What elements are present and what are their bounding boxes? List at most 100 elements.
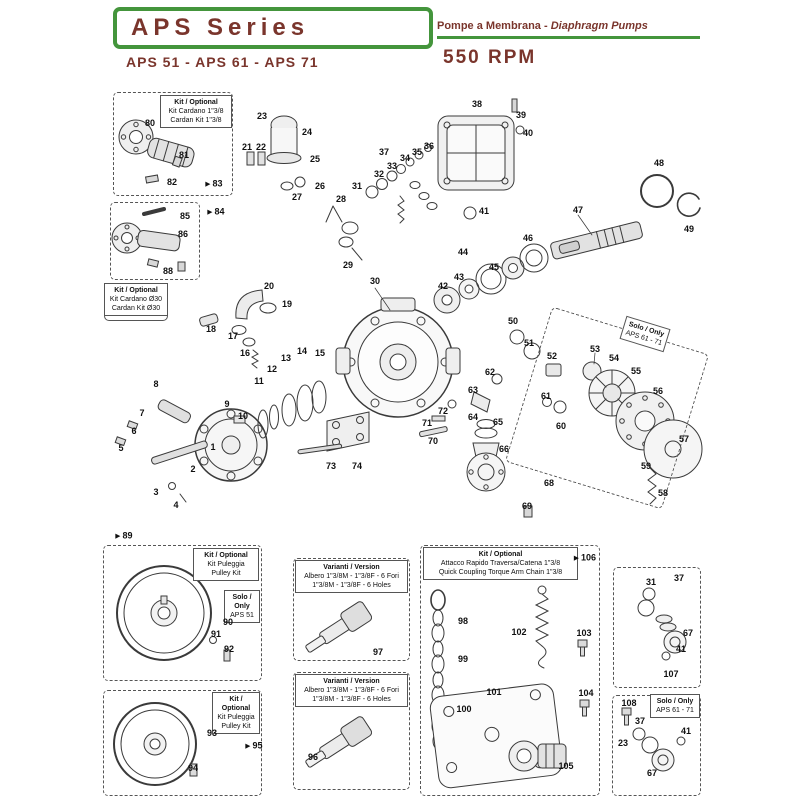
part-number-88: 88 bbox=[162, 266, 174, 276]
part-number-52: 52 bbox=[546, 351, 558, 361]
part-number-97: 97 bbox=[372, 647, 384, 657]
part-number-102: 102 bbox=[511, 627, 527, 637]
part-number-33: 33 bbox=[386, 161, 398, 171]
part-number-62: 62 bbox=[484, 367, 496, 377]
part-number-71: 71 bbox=[421, 418, 433, 428]
part-number-41: 41 bbox=[680, 726, 692, 736]
part-number-106: ▸ 106 bbox=[573, 552, 597, 563]
part-number-14: 14 bbox=[296, 346, 308, 356]
part-number-20: 20 bbox=[263, 281, 275, 291]
kit-box-pulley-kit-2 bbox=[103, 690, 262, 796]
part-number-53: 53 bbox=[589, 344, 601, 354]
part-number-34: 34 bbox=[399, 153, 411, 163]
kit-box-quick-coupling-kit bbox=[420, 545, 600, 796]
part-number-9: 9 bbox=[224, 399, 230, 409]
kit-box-shaft-variant-1 bbox=[293, 558, 410, 661]
part-number-54: 54 bbox=[608, 353, 620, 363]
kit-box-cardan-spare bbox=[110, 202, 200, 280]
part-number-41: 41 bbox=[478, 206, 490, 216]
part-number-37: 37 bbox=[673, 573, 685, 583]
part-number-37: 37 bbox=[634, 716, 646, 726]
part-number-101: 101 bbox=[486, 687, 502, 697]
part-number-38: 38 bbox=[471, 99, 483, 109]
part-number-41: 41 bbox=[675, 644, 687, 654]
model-list: APS 51 - APS 61 - APS 71 bbox=[126, 54, 319, 70]
part-number-91: 91 bbox=[210, 629, 222, 639]
part-number-2: 2 bbox=[190, 464, 196, 474]
part-number-66: 66 bbox=[498, 444, 510, 454]
part-number-31: 31 bbox=[645, 577, 657, 587]
part-number-46: 46 bbox=[522, 233, 534, 243]
part-number-105: 105 bbox=[558, 761, 574, 771]
part-number-37: 37 bbox=[378, 147, 390, 157]
part-number-19: 19 bbox=[281, 299, 293, 309]
part-number-60: 60 bbox=[555, 421, 567, 431]
part-number-40: 40 bbox=[522, 128, 534, 138]
part-number-83: ▸ 83 bbox=[205, 178, 223, 189]
part-number-82: 82 bbox=[166, 177, 178, 187]
part-number-69: 69 bbox=[521, 501, 533, 511]
part-number-80: 80 bbox=[144, 118, 156, 128]
part-number-63: 63 bbox=[467, 385, 479, 395]
part-number-16: 16 bbox=[239, 348, 251, 358]
part-number-58: 58 bbox=[657, 488, 669, 498]
part-number-72: 72 bbox=[437, 406, 449, 416]
part-number-29: 29 bbox=[342, 260, 354, 270]
part-number-10: 10 bbox=[237, 411, 249, 421]
part-number-81: 81 bbox=[178, 150, 190, 160]
part-number-70: 70 bbox=[427, 436, 439, 446]
part-number-31: 31 bbox=[351, 181, 363, 191]
part-number-11: 11 bbox=[254, 376, 264, 386]
series-title: APS Series bbox=[131, 14, 310, 41]
header-divider bbox=[437, 36, 700, 39]
part-number-103: 103 bbox=[576, 628, 592, 638]
part-number-67: 67 bbox=[682, 628, 694, 638]
part-number-107: 107 bbox=[663, 669, 679, 679]
part-number-104: 104 bbox=[578, 688, 594, 698]
part-number-96: 96 bbox=[307, 752, 319, 762]
part-number-36: 36 bbox=[423, 141, 435, 151]
part-number-26: 26 bbox=[314, 181, 326, 191]
part-number-24: 24 bbox=[301, 127, 313, 137]
part-number-43: 43 bbox=[453, 272, 465, 282]
part-number-61: 61 bbox=[540, 391, 552, 401]
part-number-56: 56 bbox=[652, 386, 664, 396]
part-number-47: 47 bbox=[572, 205, 584, 215]
part-number-98: 98 bbox=[457, 616, 469, 626]
part-number-92: 92 bbox=[223, 644, 235, 654]
part-number-51: 51 bbox=[523, 338, 535, 348]
part-number-57: 57 bbox=[678, 434, 690, 444]
part-number-8: 8 bbox=[153, 379, 159, 389]
part-number-15: 15 bbox=[314, 348, 326, 358]
part-number-23: 23 bbox=[256, 111, 268, 121]
part-number-64: 64 bbox=[467, 412, 479, 422]
part-number-12: 12 bbox=[266, 364, 278, 374]
part-number-28: 28 bbox=[335, 194, 347, 204]
part-number-21: 21 bbox=[241, 142, 253, 152]
part-number-42: 42 bbox=[437, 281, 449, 291]
part-number-1: 1 bbox=[210, 442, 216, 452]
part-number-89: ▸ 89 bbox=[115, 530, 133, 541]
part-number-50: 50 bbox=[507, 316, 519, 326]
part-number-99: 99 bbox=[457, 654, 469, 664]
kit-box-solo-aps61-71-a bbox=[613, 567, 701, 688]
part-number-68: 68 bbox=[543, 478, 555, 488]
part-number-90: 90 bbox=[222, 617, 234, 627]
subtitle: Pompe a Membrana - Diaphragm Pumps bbox=[437, 20, 648, 32]
part-number-65: 65 bbox=[492, 417, 504, 427]
part-number-49: 49 bbox=[683, 224, 695, 234]
subtitle-english: Diaphragm Pumps bbox=[550, 20, 648, 32]
part-number-73: 73 bbox=[325, 461, 337, 471]
part-number-100: 100 bbox=[456, 704, 472, 714]
part-number-27: 27 bbox=[291, 192, 303, 202]
part-number-4: 4 bbox=[173, 500, 179, 510]
part-number-86: 86 bbox=[177, 229, 189, 239]
